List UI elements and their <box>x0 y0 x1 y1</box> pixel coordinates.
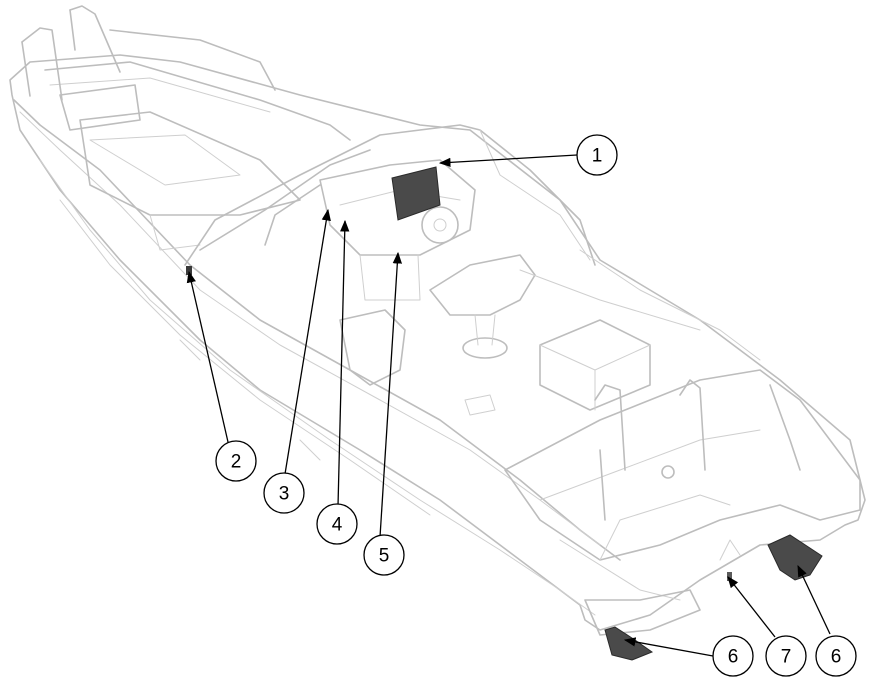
leader-6b <box>797 564 831 635</box>
callout-7: 7 <box>765 635 807 677</box>
callout-4: 4 <box>316 503 358 545</box>
component-bow-light <box>186 266 192 275</box>
leader-7 <box>727 576 776 638</box>
callout-6a-label: 6 <box>728 647 739 668</box>
leader-1 <box>438 154 578 168</box>
leader-4 <box>337 219 350 507</box>
callout-6a: 6 <box>712 635 754 677</box>
callout-5-label: 5 <box>379 546 390 567</box>
callout-leaders <box>186 154 831 657</box>
callout-1-label: 1 <box>592 146 603 167</box>
leader-6a <box>623 637 714 657</box>
leader-5 <box>379 251 403 538</box>
leader-2 <box>186 270 229 443</box>
leader-3 <box>284 208 331 475</box>
callout-4-label: 4 <box>332 515 343 536</box>
component-trim-tab-starboard <box>767 534 823 581</box>
callout-3: 3 <box>263 472 305 514</box>
callout-3-label: 3 <box>279 484 290 505</box>
boat-hull <box>9 5 866 636</box>
callout-7-label: 7 <box>781 647 792 668</box>
callout-5: 5 <box>363 534 405 576</box>
callout-6b-label: 6 <box>831 647 842 668</box>
callout-2-label: 2 <box>231 452 242 473</box>
callout-6b: 6 <box>815 635 857 677</box>
callout-2: 2 <box>215 440 257 482</box>
component-display-screen <box>391 166 441 221</box>
callout-1: 1 <box>576 134 618 176</box>
